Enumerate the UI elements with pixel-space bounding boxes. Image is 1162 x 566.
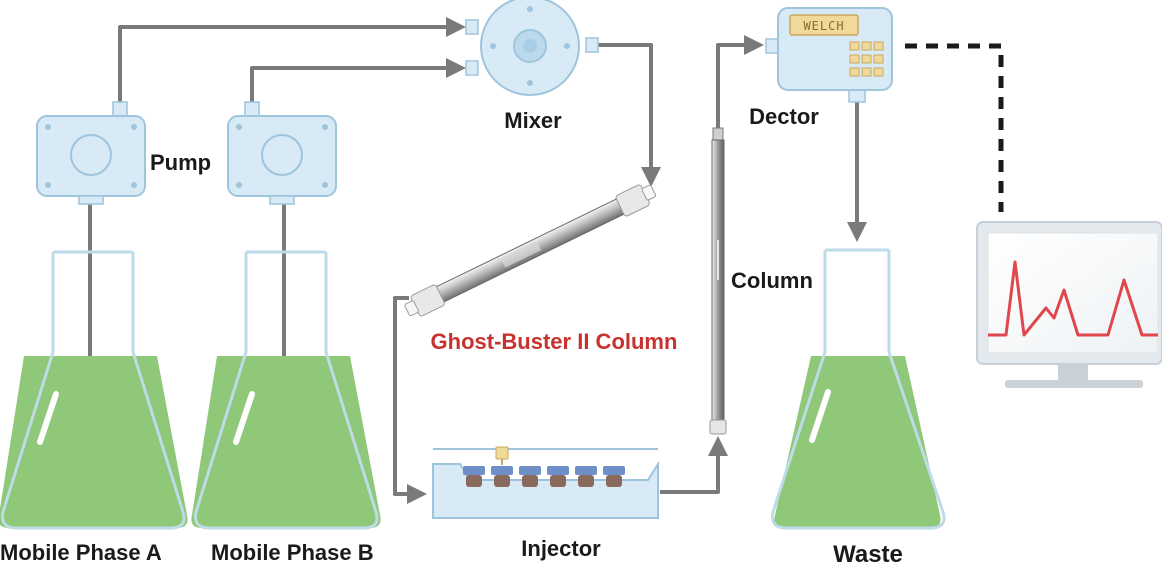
tube-injector-to-column [660, 436, 728, 494]
mobile-phase-b-label: Mobile Phase B [211, 540, 374, 565]
monitor-icon [976, 221, 1162, 388]
mixer-label: Mixer [504, 108, 562, 133]
flask-mobile-phase-a [0, 250, 188, 530]
tube-guard-to-injector [393, 296, 427, 504]
tubing [88, 17, 867, 504]
column-icon [709, 127, 727, 435]
pump-a-icon [36, 101, 146, 205]
detector-label: Dector [749, 104, 819, 129]
tube-column-to-detector [716, 35, 764, 128]
flask-mobile-phase-b [191, 250, 381, 530]
waste-label: Waste [833, 541, 903, 566]
tube-pump-a-to-mixer [118, 17, 466, 103]
injector-icon [432, 446, 659, 519]
pump-label: Pump [150, 150, 211, 175]
pump-b-icon [227, 101, 337, 205]
tube-mixer-to-guard [596, 43, 661, 187]
mixer-icon [465, 0, 599, 96]
mobile-phase-a-label: Mobile Phase A [0, 540, 162, 565]
tube-pump-b-to-mixer [250, 58, 466, 103]
ghost-buster-column-icon [404, 184, 657, 317]
detector-icon: WELCH [765, 7, 893, 103]
injector-label: Injector [521, 536, 601, 561]
injector-vials [463, 466, 625, 487]
flask-waste [771, 248, 946, 530]
column-label: Column [731, 268, 813, 293]
chromatogram-trace [988, 260, 1158, 337]
signal-cable [905, 43, 1004, 212]
detector-display-text: WELCH [803, 19, 844, 33]
ghost-buster-label: Ghost-Buster II Column [431, 329, 678, 354]
